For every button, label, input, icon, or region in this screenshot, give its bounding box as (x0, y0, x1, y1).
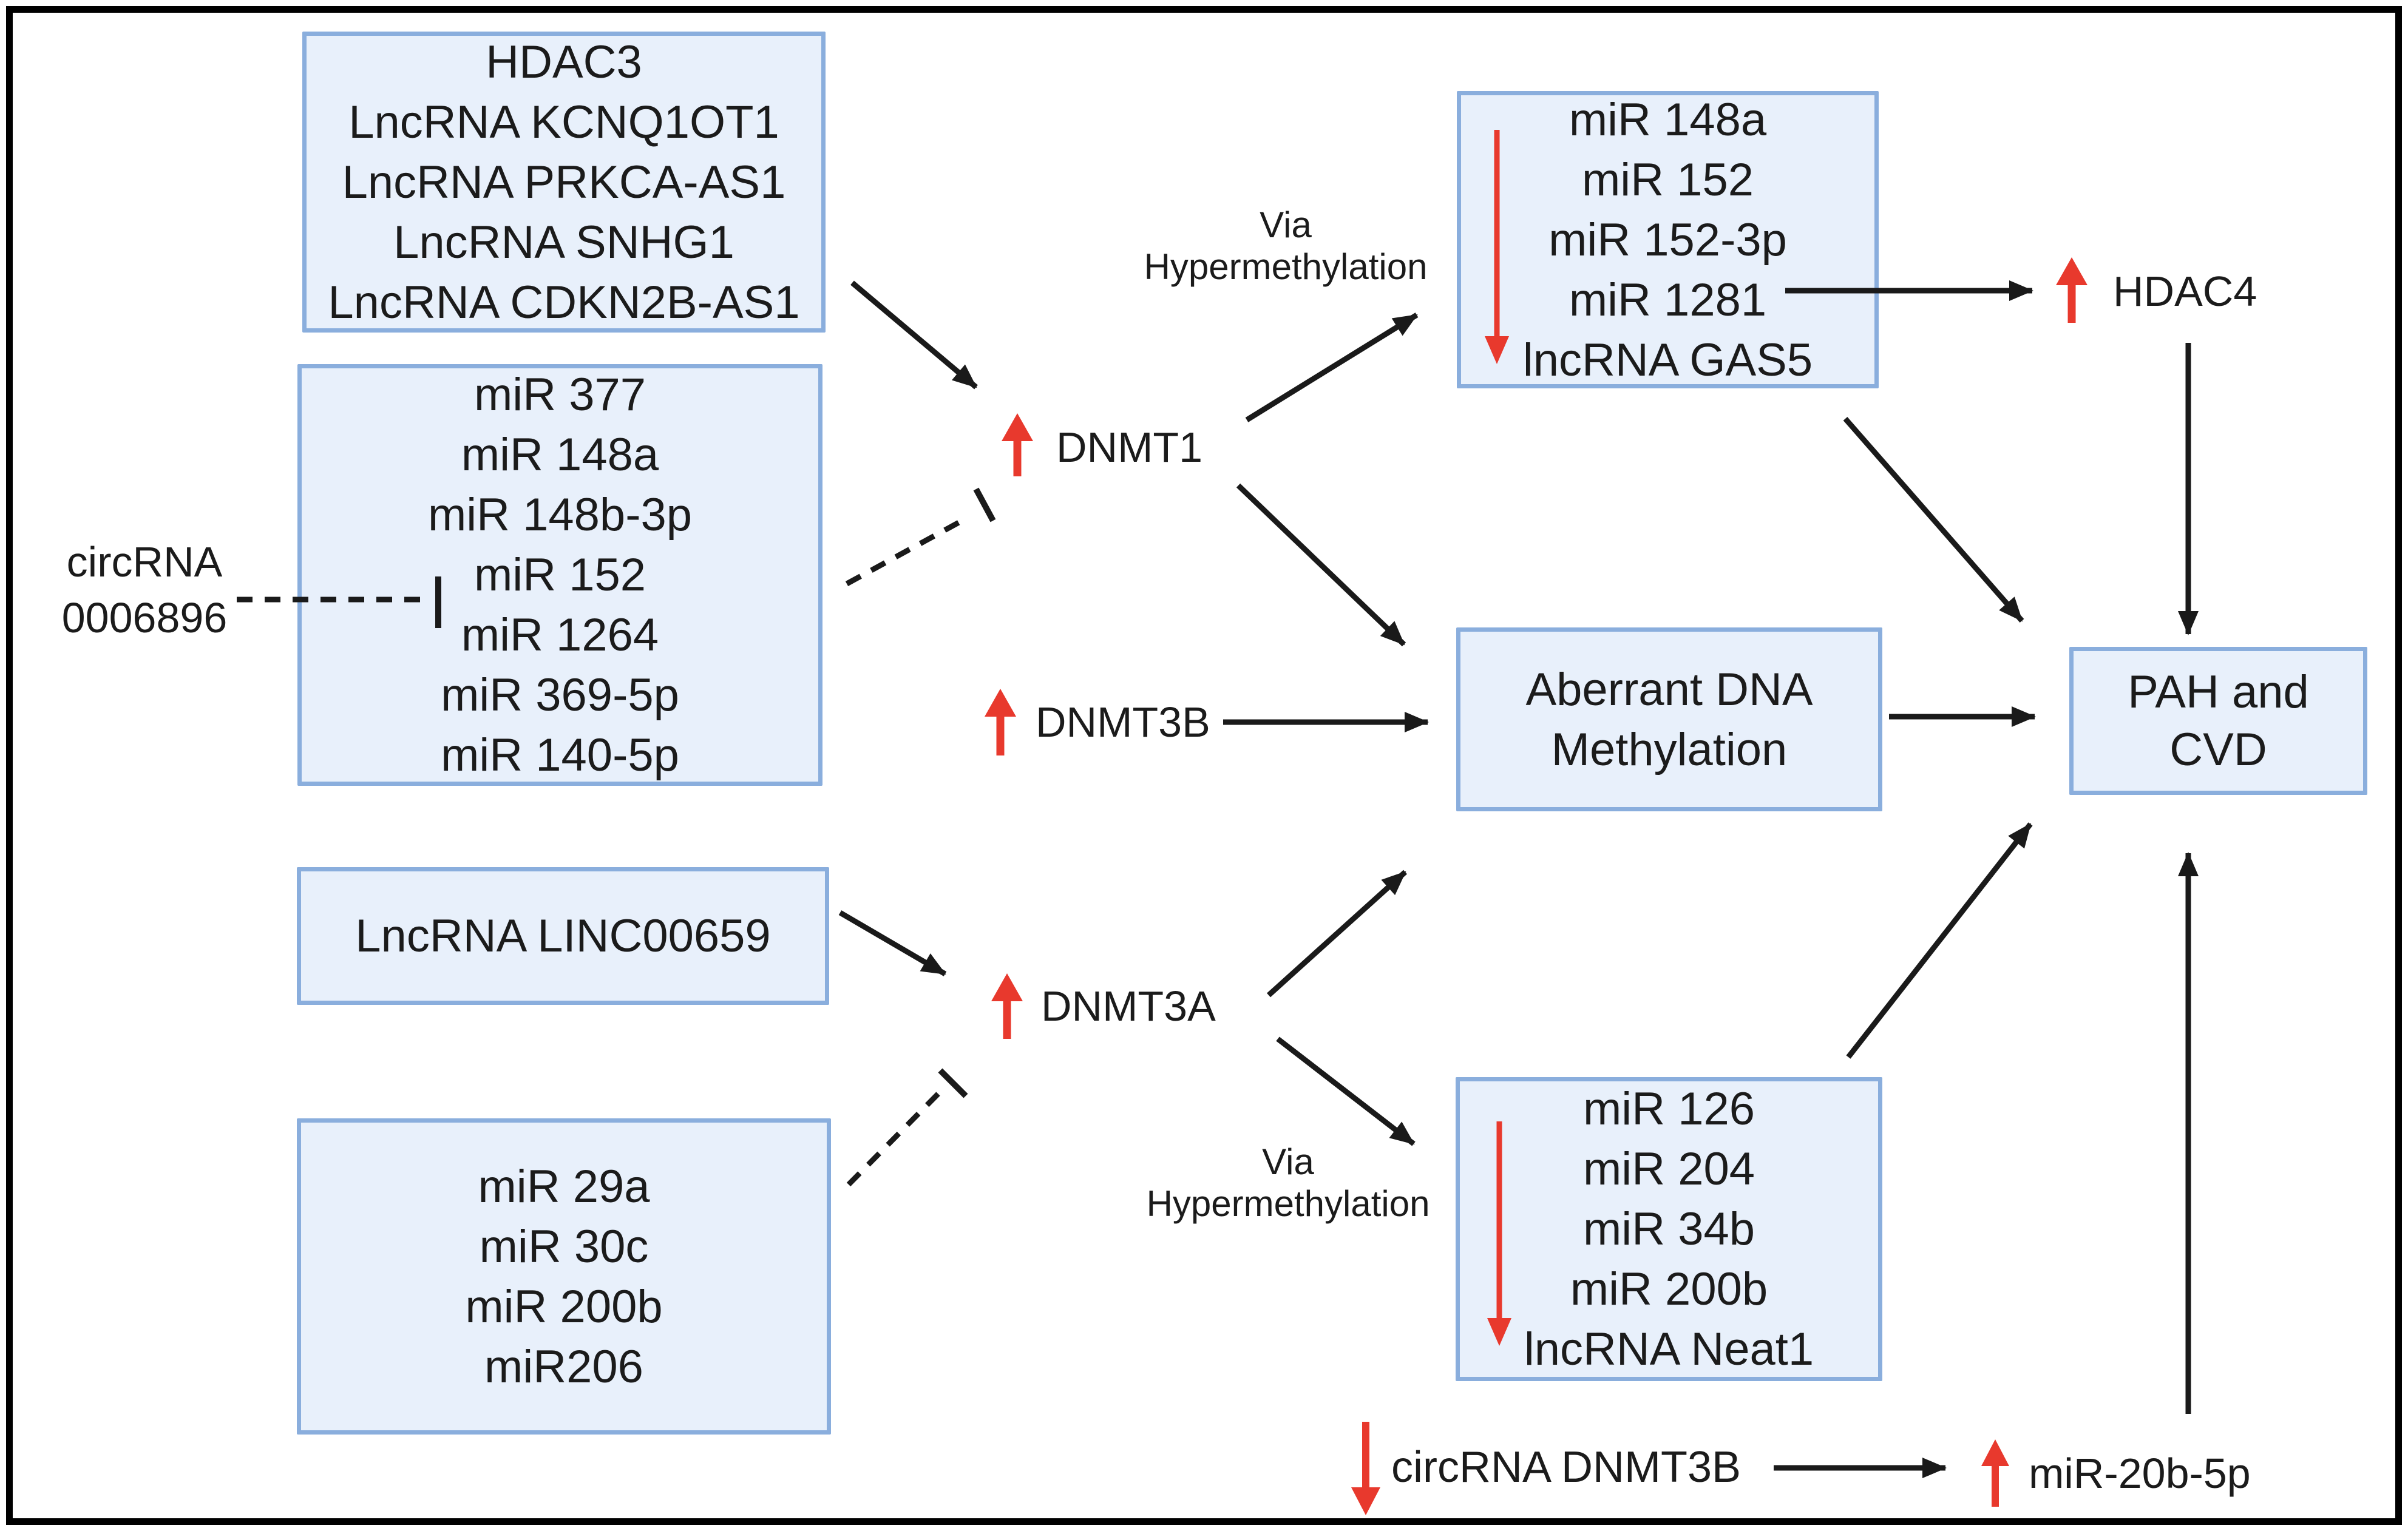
diagram-frame (6, 6, 2402, 1525)
box-line: miR 1281 (1569, 274, 1767, 326)
box-line: miR 152 (1582, 154, 1754, 206)
box-line: CVD (2169, 724, 2267, 776)
label-dnmt3a: DNMT3A (1041, 982, 1216, 1030)
box-linc00659: LncRNA LINC00659 (297, 867, 829, 1005)
box-aberrant-methylation: Aberrant DNA Methylation (1456, 627, 1882, 811)
box-line: LncRNA SNHG1 (393, 216, 734, 268)
box-line: LncRNA KCNQ1OT1 (348, 96, 779, 148)
box-line: miR 200b (465, 1280, 663, 1333)
label-mir-20b-5p: miR-20b-5p (2029, 1450, 2251, 1497)
label-line: Via (1262, 1141, 1314, 1182)
box-line: PAH and (2128, 666, 2309, 718)
label-hdac4: HDAC4 (2113, 268, 2257, 315)
box-line: miR206 (484, 1340, 643, 1393)
box-pah-cvd: PAH and CVD (2069, 647, 2367, 795)
box-line: miR 30c (479, 1220, 649, 1272)
box-mir-group-dnmt1: miR 377 miR 148a miR 148b-3p miR 152 miR… (297, 364, 822, 786)
box-line: LncRNA CDKN2B-AS1 (328, 276, 800, 328)
box-line: HDAC3 (486, 36, 642, 88)
box-line: miR 140-5p (441, 729, 679, 781)
box-line: miR 377 (474, 369, 646, 421)
box-line: miR 204 (1583, 1143, 1755, 1195)
box-downregulated-by-dnmt1: miR 148a miR 152 miR 152-3p miR 1281 lnc… (1457, 91, 1879, 388)
box-line: LncRNA PRKCA-AS1 (342, 156, 786, 208)
box-line: miR 148b-3p (427, 489, 693, 541)
box-line: miR 29a (478, 1160, 650, 1212)
box-line: miR 152 (474, 549, 646, 601)
box-line: LncRNA LINC00659 (355, 910, 771, 962)
box-line: miR 148a (1569, 93, 1767, 146)
label-circrna-0006896: circRNA 0006896 (53, 534, 236, 646)
label-line: Hypermethylation (1146, 1183, 1430, 1224)
label-circrna-dnmt3b: circRNA DNMT3B (1391, 1443, 1742, 1492)
box-line: lncRNA GAS5 (1522, 334, 1813, 386)
box-line: miR 148a (461, 429, 659, 481)
label-via-hypermethylation-bottom: Via Hypermethylation (1142, 1141, 1434, 1225)
label-via-hypermethylation-top: Via Hypermethylation (1140, 204, 1431, 288)
box-line: miR 34b (1583, 1203, 1755, 1255)
box-line: Aberrant DNA (1525, 663, 1813, 715)
label-dnmt3b: DNMT3B (1036, 698, 1210, 746)
label-dnmt1: DNMT1 (1056, 424, 1203, 471)
box-line: miR 200b (1570, 1263, 1768, 1315)
label-line: 0006896 (61, 594, 228, 641)
box-downregulated-by-dnmt3a: miR 126 miR 204 miR 34b miR 200b lncRNA … (1456, 1077, 1882, 1381)
box-line: miR 152-3p (1548, 214, 1787, 266)
label-line: Via (1260, 204, 1312, 245)
box-line: miR 369-5p (441, 669, 679, 721)
label-line: circRNA (66, 538, 223, 586)
box-mir-group-dnmt3a: miR 29a miR 30c miR 200b miR206 (297, 1118, 831, 1435)
box-hdac3-lncrna-group: HDAC3 LncRNA KCNQ1OT1 LncRNA PRKCA-AS1 L… (302, 32, 826, 333)
box-line: miR 126 (1583, 1083, 1755, 1135)
box-line: Methylation (1551, 723, 1788, 776)
label-line: Hypermethylation (1144, 246, 1428, 287)
box-line: lncRNA Neat1 (1524, 1323, 1814, 1375)
box-line: miR 1264 (461, 609, 659, 661)
